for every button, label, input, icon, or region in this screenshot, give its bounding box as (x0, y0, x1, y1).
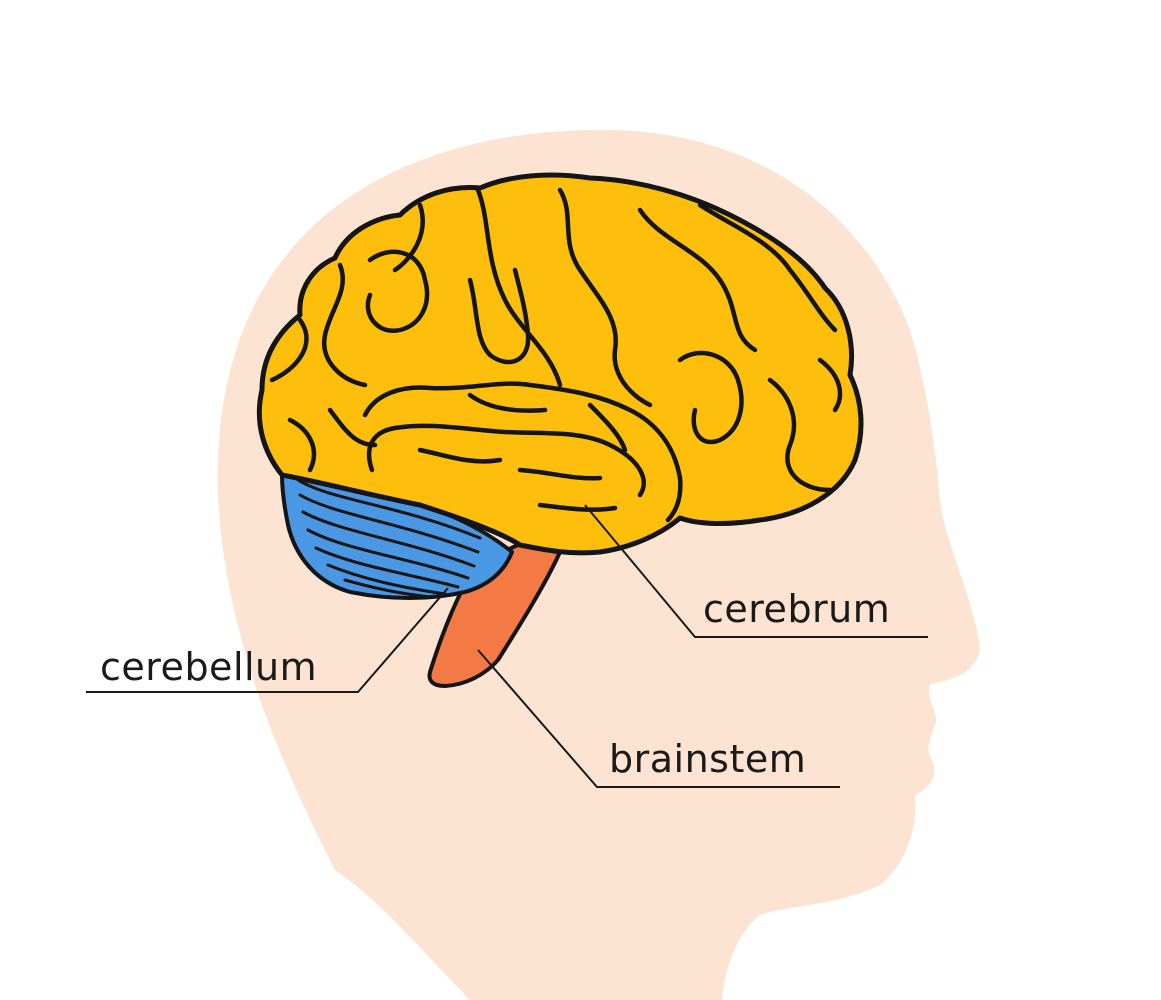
cerebellum-folia (296, 478, 482, 599)
leader-line-cerebellum (86, 587, 449, 693)
leader-line-brainstem (477, 649, 840, 788)
label-cerebrum: cerebrum (703, 587, 891, 631)
leader-lines (86, 504, 928, 788)
label-brainstem: brainstem (609, 737, 807, 781)
leader-line-cerebrum (584, 504, 928, 638)
label-cerebellum: cerebellum (100, 645, 318, 689)
cerebrum-gyri (269, 187, 843, 523)
